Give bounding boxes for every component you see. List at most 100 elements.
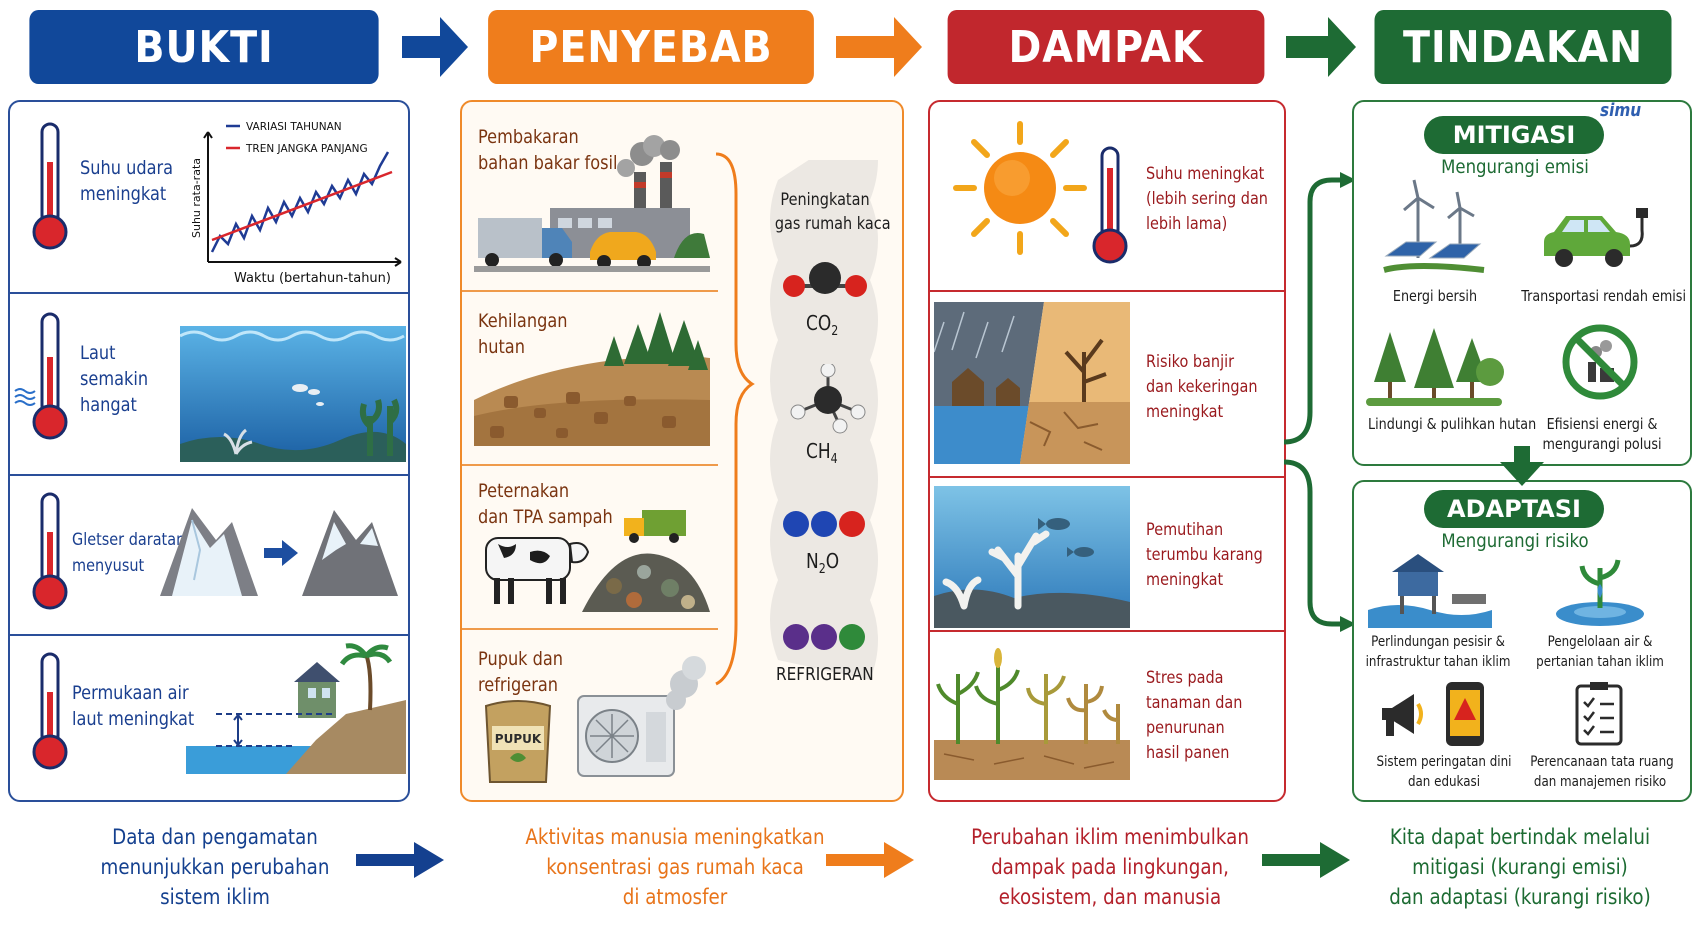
label-line: Risiko banjir: [1146, 352, 1235, 372]
dampak-to-tindakan-connectors: [1284, 172, 1356, 632]
label-line: Gletser daratan: [72, 530, 186, 550]
water-management-icon: [1556, 559, 1644, 626]
label-line: laut meningkat: [72, 708, 195, 730]
dampak-divider: [930, 476, 1284, 478]
label-line: dan kekeringan: [1146, 377, 1258, 397]
adaptasi-subtitle: Mengurangi risiko: [1441, 530, 1589, 552]
label-line: Permukaan air: [72, 682, 189, 704]
mitigasi-label-forest: Lindungi & pulihkan hutan: [1368, 415, 1537, 433]
trend-series: [211, 170, 393, 242]
checklist-icon: [1575, 682, 1623, 746]
penyebab-label-forest: Kehilangan hutan: [478, 308, 567, 360]
footer-penyebab: Aktivitas manusia meningkatkan konsentra…: [488, 822, 862, 912]
footer-line: sistem iklim: [160, 885, 270, 909]
dampak-label-coral: Pemutihan terumbu karang meningkat: [1146, 518, 1263, 593]
tindakan-mitigasi-panel: [1352, 100, 1692, 466]
thermometer-icon: [32, 122, 68, 250]
label-line: Pengelolaan air &: [1547, 634, 1653, 650]
label-line: Suhu udara: [80, 157, 174, 179]
mitigasi-label-clean-energy: Energi bersih: [1392, 287, 1478, 305]
factory-traffic-illustration: [474, 135, 710, 272]
label-line: meningkat: [1146, 570, 1224, 590]
gas-title: Peningkatan gas rumah kaca: [774, 188, 891, 236]
label-line: pertanian tahan iklim: [1536, 654, 1664, 670]
label-line: tanaman dan: [1146, 693, 1243, 713]
footer-line: konsentrasi gas rumah kaca: [546, 855, 804, 879]
footer-dampak: Perubahan iklim menimbulkan dampak pada …: [953, 822, 1266, 912]
electric-car-icon: [1544, 208, 1648, 267]
label-line: menyusut: [72, 556, 145, 576]
footer-line: Kita dapat bertindak melalui: [1389, 825, 1651, 849]
dampak-label-crops: Stres pada tanaman dan penurunan hasil p…: [1146, 666, 1242, 766]
header-dampak: DAMPAK: [947, 10, 1265, 84]
label-line: gas rumah kaca: [774, 214, 891, 234]
legend-trend-label: TREN JANGKA PANJANG: [245, 143, 368, 155]
label-line: Kehilangan: [478, 310, 568, 332]
chart-xlabel: Waktu (bertahun-tahun): [234, 271, 391, 286]
label-line: dan TPA sampah: [478, 506, 613, 528]
gas-subscript: 4: [830, 452, 838, 467]
ch4-molecule-icon: [790, 364, 866, 434]
watermark: simu: [1600, 100, 1642, 121]
co2-molecule-icon: [783, 262, 867, 297]
footer-line: ekosistem, dan manusia: [998, 885, 1222, 909]
footer-line: Data dan pengamatan: [112, 825, 318, 849]
dampak-label-flood: Risiko banjir dan kekeringan meningkat: [1146, 350, 1258, 425]
n2o-label: N2O: [806, 548, 839, 583]
adaptasi-label-warning: Sistem peringatan dini dan edukasi: [1369, 752, 1519, 792]
header-arrow-2: [836, 36, 896, 58]
n2o-molecule-icon: [783, 511, 865, 537]
label-line: Pembakaran: [478, 126, 579, 148]
legend-variation-label: VARIASI TAHUNAN: [246, 121, 342, 133]
temperature-trend-chart: VARIASI TAHUNAN TREN JANGKA PANJANG Suhu…: [190, 121, 402, 286]
footer-line: Aktivitas manusia meningkatkan: [525, 825, 825, 849]
adaptasi-title: ADAPTASI: [1424, 490, 1604, 528]
refrigerant-molecule-icon: [783, 624, 865, 650]
phone-warning-icon: [1446, 682, 1484, 746]
crop-stress-illustration: [934, 648, 1130, 780]
label-line: Pupuk dan: [478, 648, 564, 670]
footer-line: dampak pada lingkungan,: [991, 855, 1229, 879]
mitigasi-subtitle: Mengurangi emisi: [1441, 156, 1589, 178]
glacier-before-icon: [160, 508, 258, 596]
label-line: Sistem peringatan dini: [1376, 754, 1512, 770]
bukti-label-air-temp: Suhu udara meningkat: [80, 155, 173, 207]
label-line: penurunan: [1146, 718, 1225, 738]
mitigasi-to-adaptasi-arrow: [1500, 446, 1544, 486]
footer-line: di atmosfer: [622, 885, 728, 909]
gas-name: O: [825, 549, 840, 573]
thermometer-icon: [32, 652, 68, 770]
thermometer-icon: [1092, 146, 1128, 264]
coastal-protection-icon: [1368, 554, 1492, 628]
fertilizer-ac-illustration: PUPUK: [484, 656, 706, 783]
label-line: dan manajemen risiko: [1533, 774, 1667, 790]
label-line: Stres pada: [1146, 668, 1224, 688]
label-line: hasil panen: [1146, 743, 1230, 763]
adaptasi-label-coastal: Perlindungan pesisir & infrastruktur tah…: [1363, 632, 1513, 672]
penyebab-divider: [462, 290, 718, 292]
gas-name: N: [806, 549, 819, 573]
variation-series: [210, 151, 390, 253]
dampak-divider: [930, 290, 1284, 292]
sun-icon: [953, 121, 1087, 255]
label-line: meningkat: [80, 183, 167, 205]
label-line: lebih lama): [1146, 214, 1228, 234]
header-bukti: BUKTI: [29, 10, 379, 84]
bukti-divider: [10, 292, 408, 294]
penyebab-label-fossil: Pembakaran bahan bakar fosil: [478, 124, 617, 176]
label-line: mengurangi polusi: [1542, 435, 1662, 453]
footer-bukti: Data dan pengamatan menunjukkan perubaha…: [80, 822, 350, 912]
penyebab-label-fertilizer: Pupuk dan refrigeran: [478, 646, 563, 698]
dampak-label-heat: Suhu meningkat (lebih sering dan lebih l…: [1146, 162, 1268, 237]
coral-bleaching-illustration: [934, 486, 1130, 628]
gas-subscript: 2: [831, 324, 839, 339]
co2-label: CO2: [806, 310, 838, 345]
footer-arrow-1: [356, 842, 444, 878]
flood-drought-illustration: [934, 302, 1130, 464]
header-arrowhead-3: [1328, 17, 1356, 77]
glacier-after-icon: [302, 510, 398, 596]
gas-name: CO: [806, 311, 832, 335]
thermometer-icon: [32, 492, 68, 610]
label-line: terumbu karang: [1146, 545, 1263, 565]
label-line: Pemutihan: [1146, 520, 1224, 540]
